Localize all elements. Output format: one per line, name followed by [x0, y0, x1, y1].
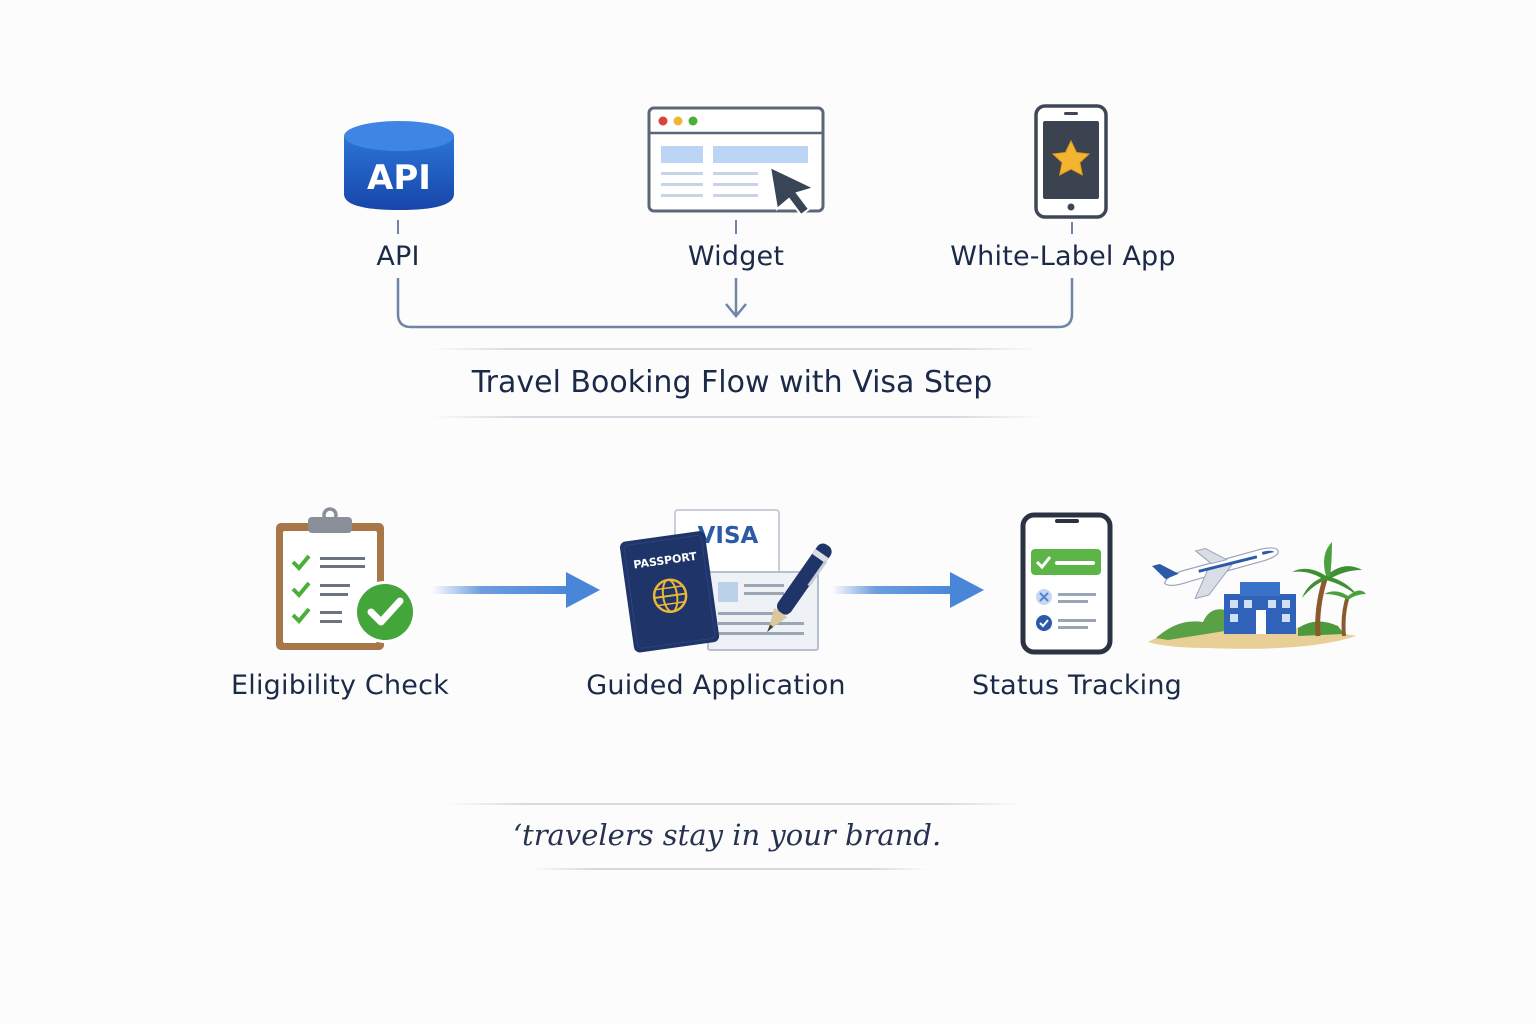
passport-visa-form-icon: VISA PASSPORT [619, 509, 832, 653]
phone-status-list-icon [1020, 512, 1113, 655]
title-bottom-divider [430, 416, 1044, 418]
step-label-guided-application: Guided Application [586, 670, 846, 701]
tagline-top-divider [446, 803, 1024, 805]
database-api-icon: API [344, 121, 454, 210]
phone-star-icon [1034, 104, 1108, 219]
tagline-bottom-divider [532, 868, 928, 870]
browser-window-cursor-icon [647, 106, 825, 217]
flow-arrow-1 [432, 572, 600, 608]
step-label-status-tracking: Status Tracking [971, 670, 1183, 701]
channel-label-widget: Widget [687, 241, 785, 272]
airplane-hotel-palm-icon [1148, 542, 1366, 649]
step-label-eligibility-check: Eligibility Check [231, 670, 449, 701]
channel-connectors [396, 220, 1074, 329]
page-title: Travel Booking Flow with Visa Step [471, 365, 993, 400]
clipboard-checklist-icon [276, 507, 416, 650]
visa-text: VISA [698, 523, 759, 549]
title-top-divider [430, 348, 1040, 350]
api-icon-text: API [367, 158, 431, 198]
channel-label-api: API [376, 241, 420, 272]
tagline: ‘travelers stay in your brand. [512, 818, 942, 852]
flow-arrow-2 [832, 572, 984, 608]
channel-label-white-label-app: White-Label App [950, 241, 1176, 272]
